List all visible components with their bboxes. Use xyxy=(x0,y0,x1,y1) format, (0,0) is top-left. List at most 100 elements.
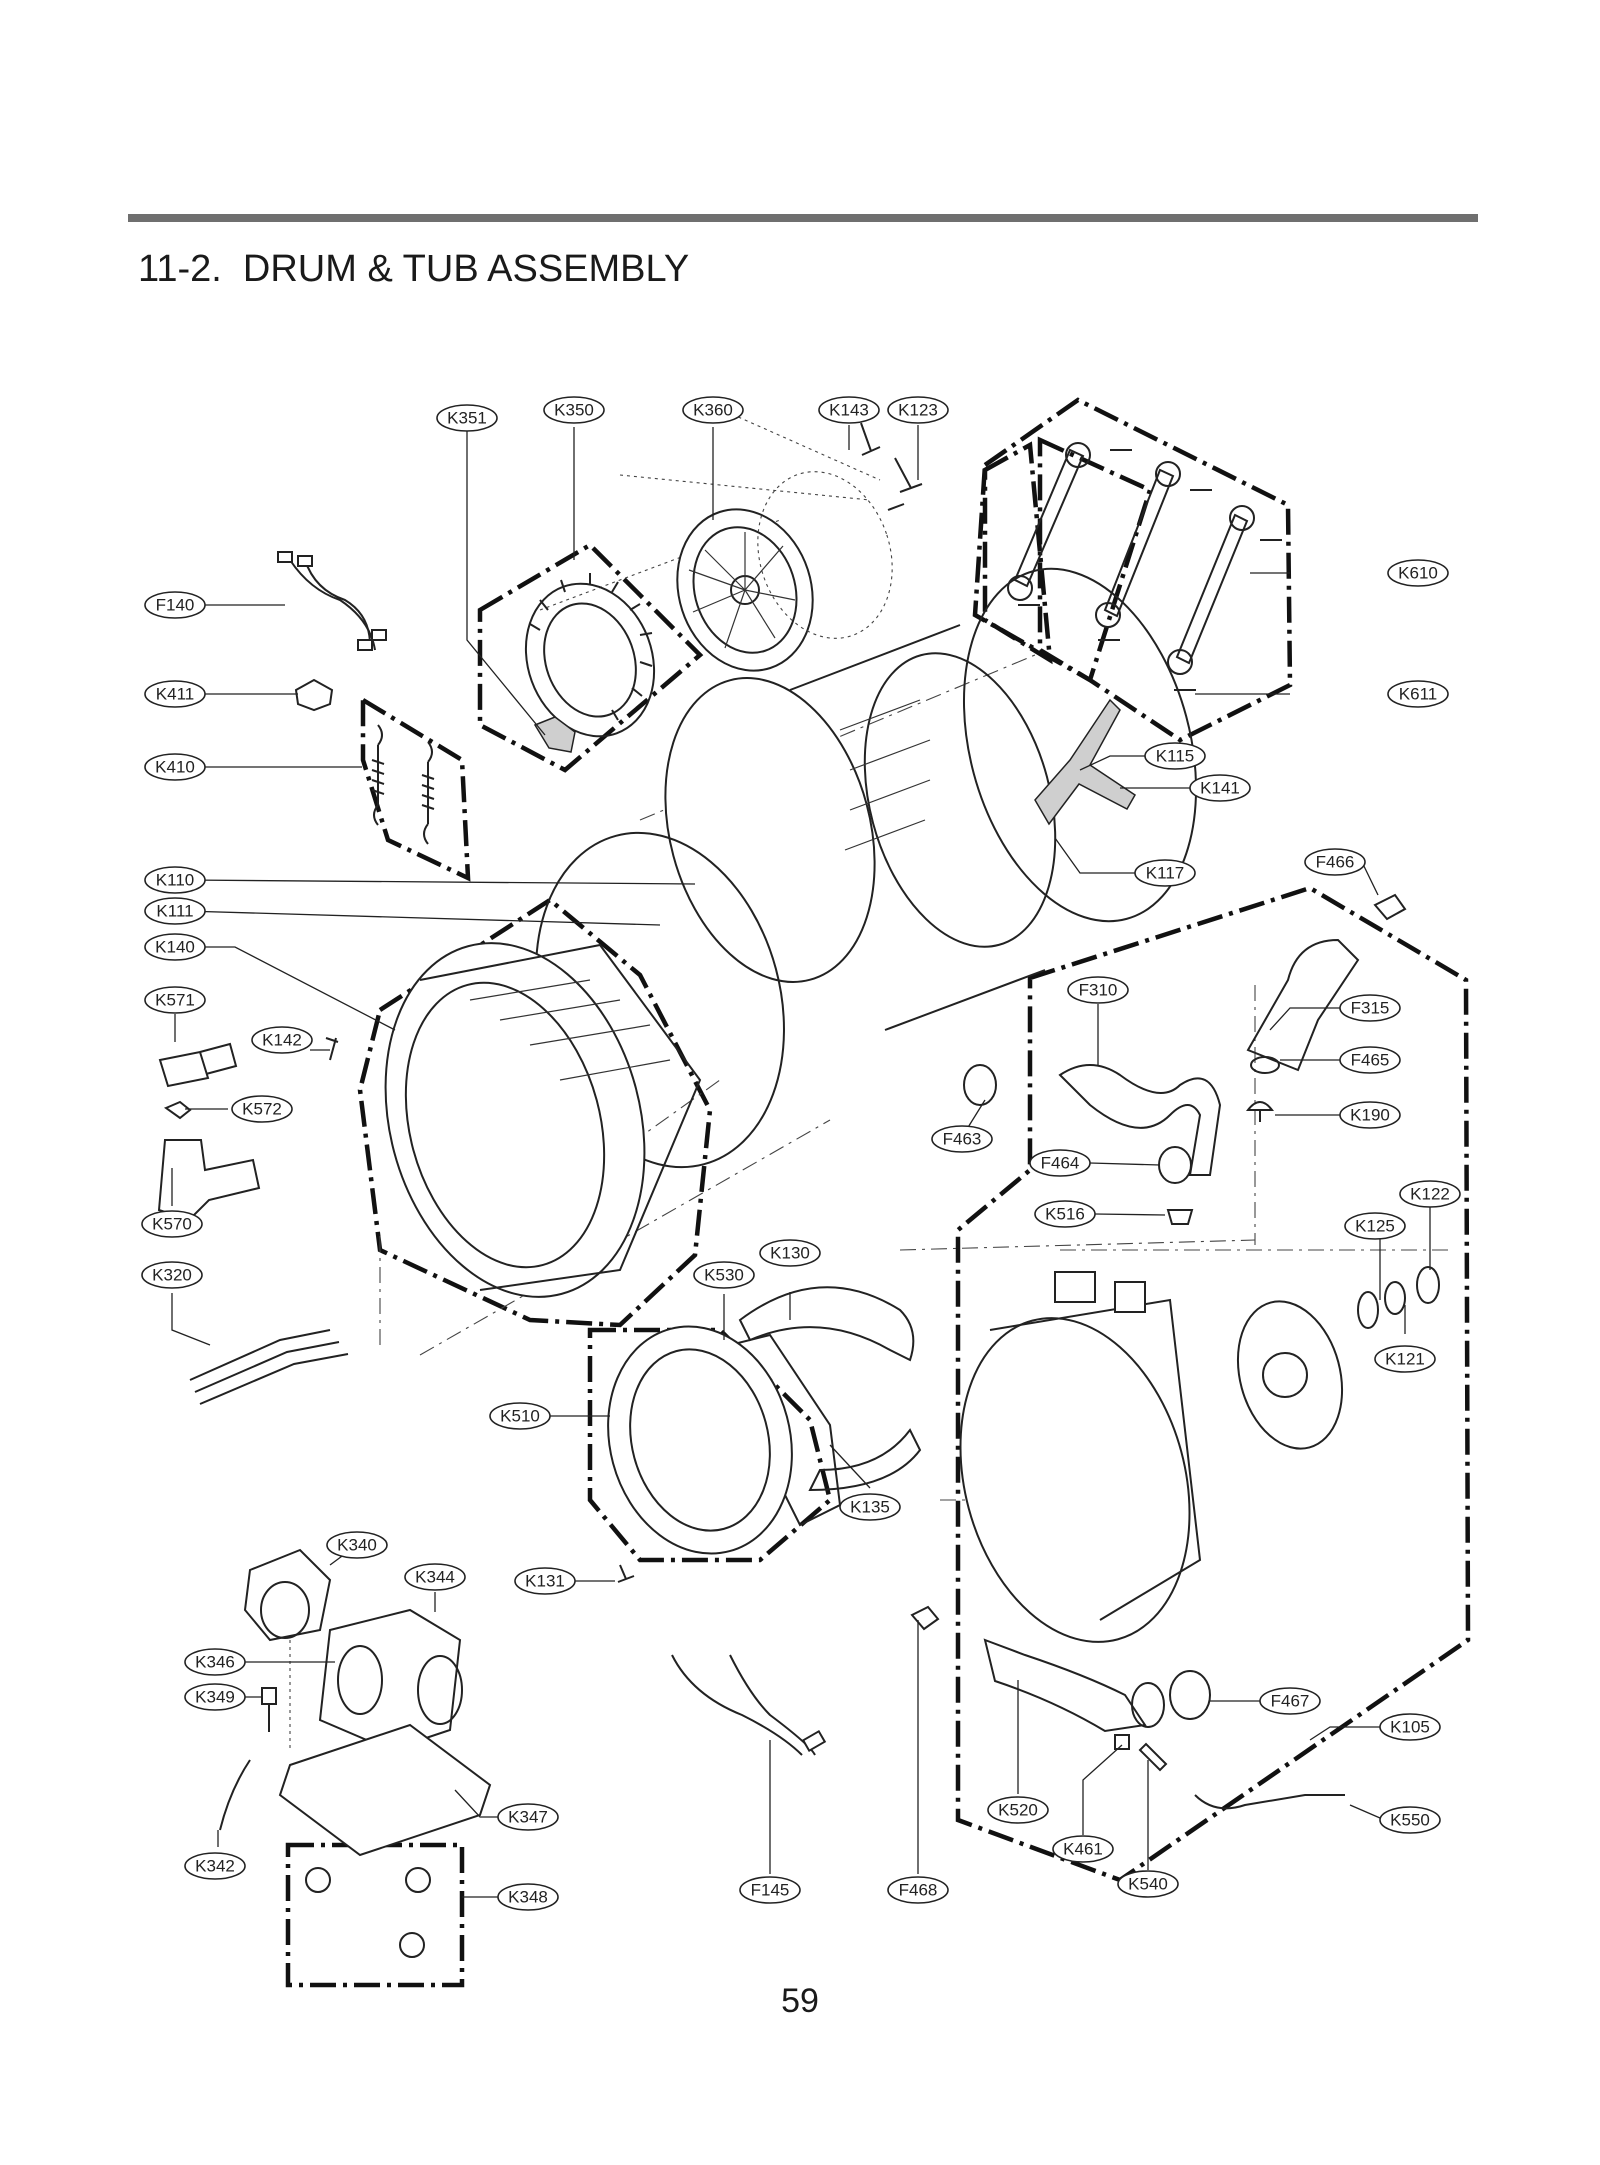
svg-text:K135: K135 xyxy=(850,1498,890,1517)
svg-text:K346: K346 xyxy=(195,1653,235,1672)
projection-dotted-1 xyxy=(619,474,871,501)
callout-k347: K347 xyxy=(497,1803,559,1831)
svg-text:K340: K340 xyxy=(337,1536,377,1555)
svg-text:K110: K110 xyxy=(156,871,194,890)
callout-k349: K349 xyxy=(184,1683,246,1711)
callout-k131: K131 xyxy=(514,1567,576,1595)
svg-text:K123: K123 xyxy=(898,401,938,420)
svg-text:K572: K572 xyxy=(242,1100,282,1119)
axis-line-4 xyxy=(899,1239,1256,1251)
bolt-k143 xyxy=(860,422,881,456)
group-k348-boundary xyxy=(285,1842,465,1988)
svg-text:K122: K122 xyxy=(1410,1185,1450,1204)
svg-text:K344: K344 xyxy=(415,1568,455,1587)
callout-k340: K340 xyxy=(326,1531,388,1559)
clamp-f463 xyxy=(963,1064,997,1106)
callout-k123: K123 xyxy=(887,396,949,424)
svg-text:K115: K115 xyxy=(1156,747,1194,766)
clamp-f464 xyxy=(1158,1146,1192,1184)
screw-k142 xyxy=(325,1037,339,1061)
group-k610-divider-2 xyxy=(1037,436,1153,684)
part-f466 xyxy=(1373,893,1407,921)
svg-text:K530: K530 xyxy=(704,1266,744,1285)
dotted-washer-outline xyxy=(757,471,893,639)
callout-f464: F464 xyxy=(1029,1149,1091,1177)
callout-k572: K572 xyxy=(231,1095,293,1123)
callout-k342: K342 xyxy=(184,1852,246,1880)
projection-dotted-2 xyxy=(699,399,881,481)
bolt-k123 xyxy=(887,457,923,511)
svg-text:F315: F315 xyxy=(1351,999,1390,1018)
clamp-f467 xyxy=(1169,1670,1211,1720)
part-k411 xyxy=(294,678,334,712)
hose-k570 xyxy=(157,1139,261,1222)
axis-line-7 xyxy=(579,1079,721,1181)
svg-text:K190: K190 xyxy=(1350,1106,1390,1125)
leader-lines xyxy=(171,425,1431,1898)
pump-cover-k340 xyxy=(243,1548,332,1642)
plug-k516 xyxy=(1166,1209,1194,1225)
svg-text:K131: K131 xyxy=(525,1572,565,1591)
svg-text:K320: K320 xyxy=(152,1266,192,1285)
svg-text:K571: K571 xyxy=(155,991,195,1010)
svg-text:K550: K550 xyxy=(1390,1811,1430,1830)
callout-k190: K190 xyxy=(1339,1101,1401,1129)
svg-text:F140: F140 xyxy=(156,596,195,615)
callout-k346: K346 xyxy=(184,1648,246,1676)
group-k610-boundary xyxy=(972,397,1293,743)
svg-text:F467: F467 xyxy=(1271,1692,1310,1711)
svg-text:K125: K125 xyxy=(1355,1217,1395,1236)
callout-k410: K410 xyxy=(144,753,206,781)
callout-k520: K520 xyxy=(987,1796,1049,1824)
callout-k140: K140 xyxy=(144,933,206,961)
callout-k348: K348 xyxy=(497,1883,559,1911)
bellows-f315 xyxy=(1246,938,1360,1072)
drum-k110 xyxy=(664,624,1057,1031)
svg-text:K540: K540 xyxy=(1128,1875,1168,1894)
callout-k611: K611 xyxy=(1387,680,1449,708)
callout-k516: K516 xyxy=(1034,1200,1096,1228)
svg-text:K342: K342 xyxy=(195,1857,235,1876)
harness-f140 xyxy=(277,551,387,651)
wire-k342 xyxy=(219,1759,251,1831)
door-gasket-k510 xyxy=(607,1325,793,1555)
svg-text:K121: K121 xyxy=(1385,1350,1425,1369)
base-k347 xyxy=(278,1723,492,1857)
callout-k610: K610 xyxy=(1387,559,1449,587)
callout-k351: K351 xyxy=(436,404,498,432)
svg-text:K360: K360 xyxy=(693,401,733,420)
svg-text:K349: K349 xyxy=(195,1688,235,1707)
callout-f140: F140 xyxy=(144,591,206,619)
svg-text:F463: F463 xyxy=(943,1130,982,1149)
group-k410-boundary xyxy=(360,696,471,882)
callout-k115: K115 xyxy=(1144,742,1206,770)
bolt-k131 xyxy=(617,1564,635,1583)
callout-k320: K320 xyxy=(141,1261,203,1289)
svg-text:K141: K141 xyxy=(1200,779,1240,798)
harness-f145 xyxy=(671,1654,816,1756)
svg-text:K461: K461 xyxy=(1063,1840,1103,1859)
rear-ring-k141 xyxy=(962,567,1198,923)
callout-k125: K125 xyxy=(1344,1212,1406,1240)
clamp-f465 xyxy=(1250,1056,1280,1074)
spider-ring-k350 xyxy=(524,573,656,738)
callout-k142: K142 xyxy=(251,1026,313,1054)
callout-labels: K351 K350 K360 K143 K123 K610 K611 F140 … xyxy=(141,396,1461,1911)
bearings xyxy=(1357,1266,1440,1329)
svg-text:K410: K410 xyxy=(155,758,195,777)
svg-text:K105: K105 xyxy=(1390,1718,1430,1737)
svg-text:K142: K142 xyxy=(262,1031,302,1050)
svg-text:K610: K610 xyxy=(1398,564,1438,583)
svg-text:K570: K570 xyxy=(152,1215,192,1234)
spider-k115 xyxy=(1034,698,1136,826)
svg-text:F465: F465 xyxy=(1351,1051,1390,1070)
callout-f466: F466 xyxy=(1304,848,1366,876)
svg-text:K140: K140 xyxy=(155,938,195,957)
svg-text:K510: K510 xyxy=(500,1407,540,1426)
callout-k344: K344 xyxy=(404,1563,466,1591)
callout-k411: K411 xyxy=(144,680,206,708)
svg-text:F466: F466 xyxy=(1316,853,1355,872)
callout-k570: K570 xyxy=(141,1210,203,1238)
